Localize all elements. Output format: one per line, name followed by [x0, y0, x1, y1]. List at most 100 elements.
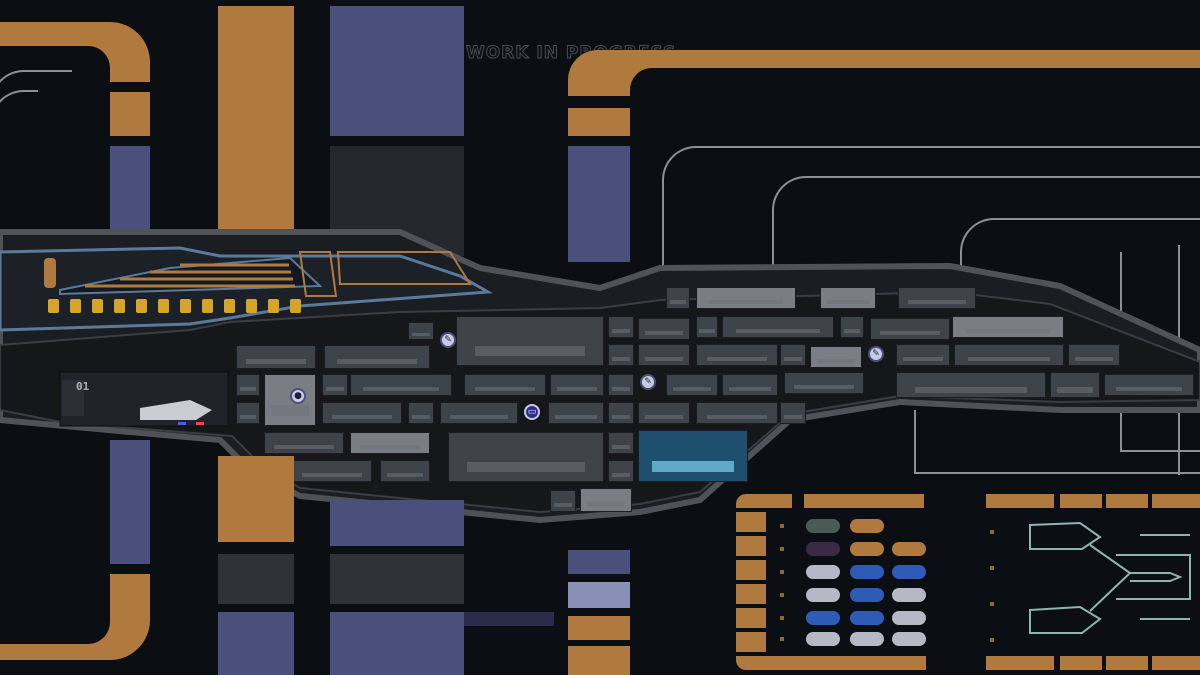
room[interactable]: [322, 374, 348, 396]
lcars-left-bar-2: [110, 146, 150, 238]
lcars-panel-grey-bottom-2: [330, 554, 464, 604]
room-badge-icon[interactable]: ✎: [440, 332, 456, 348]
panel-button[interactable]: [850, 519, 884, 533]
panel-button[interactable]: [850, 632, 884, 646]
room[interactable]: [696, 402, 778, 424]
lcars-left-bar-1: [110, 92, 150, 136]
room[interactable]: [722, 316, 834, 338]
display-frame-top-3: [1106, 494, 1148, 508]
lcars-left-bar-3: [110, 440, 150, 564]
room[interactable]: [784, 372, 864, 394]
panel-button[interactable]: [892, 565, 926, 579]
panel-button[interactable]: [806, 565, 840, 579]
room-badge-icon[interactable]: ✎: [868, 346, 884, 362]
right-line-2: [772, 176, 1200, 278]
room[interactable]: [638, 344, 690, 366]
panel-button[interactable]: [892, 588, 926, 602]
room[interactable]: [696, 344, 778, 366]
panel-button[interactable]: [806, 519, 840, 533]
room[interactable]: [780, 344, 806, 366]
panel-frame-side-5: [736, 608, 766, 628]
room[interactable]: [456, 316, 604, 366]
engine-slot: [202, 299, 213, 313]
room[interactable]: [696, 287, 796, 309]
panel-button[interactable]: [850, 611, 884, 625]
room[interactable]: [408, 402, 434, 424]
room[interactable]: [952, 316, 1064, 338]
room[interactable]: [264, 432, 344, 454]
lcars-mid-bottom-4: [568, 646, 630, 675]
panel-button[interactable]: [806, 588, 840, 602]
room[interactable]: [550, 374, 604, 396]
room[interactable]: [350, 374, 452, 396]
engine-slot: [224, 299, 235, 313]
lcars-panel-purple-bottom-2: [330, 500, 464, 546]
panel-button[interactable]: [850, 542, 884, 556]
room[interactable]: [1104, 374, 1194, 396]
room[interactable]: [608, 316, 634, 338]
panel-button[interactable]: [892, 632, 926, 646]
room[interactable]: [464, 374, 546, 396]
room[interactable]: [550, 490, 576, 512]
room[interactable]: [236, 374, 260, 396]
room[interactable]: [440, 402, 518, 424]
room-badge-icon[interactable]: ●: [290, 388, 306, 404]
room[interactable]: [580, 488, 632, 512]
room[interactable]: [608, 344, 634, 366]
room[interactable]: [236, 345, 316, 369]
room[interactable]: [608, 460, 634, 482]
room[interactable]: [408, 322, 434, 340]
room[interactable]: [608, 432, 634, 454]
panel-tick: [990, 566, 994, 570]
room[interactable]: [840, 316, 864, 338]
room[interactable]: [820, 287, 876, 309]
panel-tick: [780, 593, 784, 597]
panel-tick: [780, 616, 784, 620]
room-badge-icon[interactable]: ▭: [524, 404, 540, 420]
room[interactable]: [810, 346, 862, 368]
room-engine-core[interactable]: [638, 430, 748, 482]
right-line-8: [1120, 450, 1200, 452]
panel-frame-side-4: [736, 584, 766, 604]
panel-button[interactable]: [892, 611, 926, 625]
room-badge-icon[interactable]: ✎: [640, 374, 656, 390]
room[interactable]: [608, 374, 634, 396]
room[interactable]: [666, 374, 718, 396]
room[interactable]: [236, 402, 260, 424]
lcars-panel-purple-top: [330, 6, 464, 136]
panel-button[interactable]: [892, 542, 926, 556]
room[interactable]: [1050, 372, 1100, 398]
room[interactable]: [380, 460, 430, 482]
room[interactable]: [722, 374, 778, 396]
panel-button[interactable]: [806, 632, 840, 646]
room[interactable]: [350, 432, 430, 454]
room[interactable]: [870, 318, 950, 340]
room[interactable]: [696, 316, 718, 338]
room[interactable]: [548, 402, 604, 424]
engine-slot: [290, 299, 301, 313]
room[interactable]: [264, 374, 316, 426]
engine-slot: [48, 299, 59, 313]
room[interactable]: [638, 402, 690, 424]
room[interactable]: [1068, 344, 1120, 366]
room[interactable]: [638, 318, 690, 340]
room[interactable]: [896, 372, 1046, 398]
room[interactable]: [898, 287, 976, 309]
room[interactable]: [896, 344, 950, 366]
room[interactable]: [322, 402, 402, 424]
room[interactable]: [324, 345, 430, 369]
engine-slot: [92, 299, 103, 313]
panel-button[interactable]: [806, 611, 840, 625]
room[interactable]: [954, 344, 1064, 366]
display-frame-bottom-3: [1106, 656, 1148, 670]
panel-button[interactable]: [806, 542, 840, 556]
panel-button[interactable]: [850, 588, 884, 602]
room[interactable]: [780, 402, 806, 424]
room[interactable]: [448, 432, 604, 482]
panel-button[interactable]: [850, 565, 884, 579]
room[interactable]: [608, 402, 634, 424]
room[interactable]: [666, 287, 690, 309]
engine-slot: [180, 299, 191, 313]
engine-slot: [158, 299, 169, 313]
room[interactable]: [292, 460, 372, 482]
